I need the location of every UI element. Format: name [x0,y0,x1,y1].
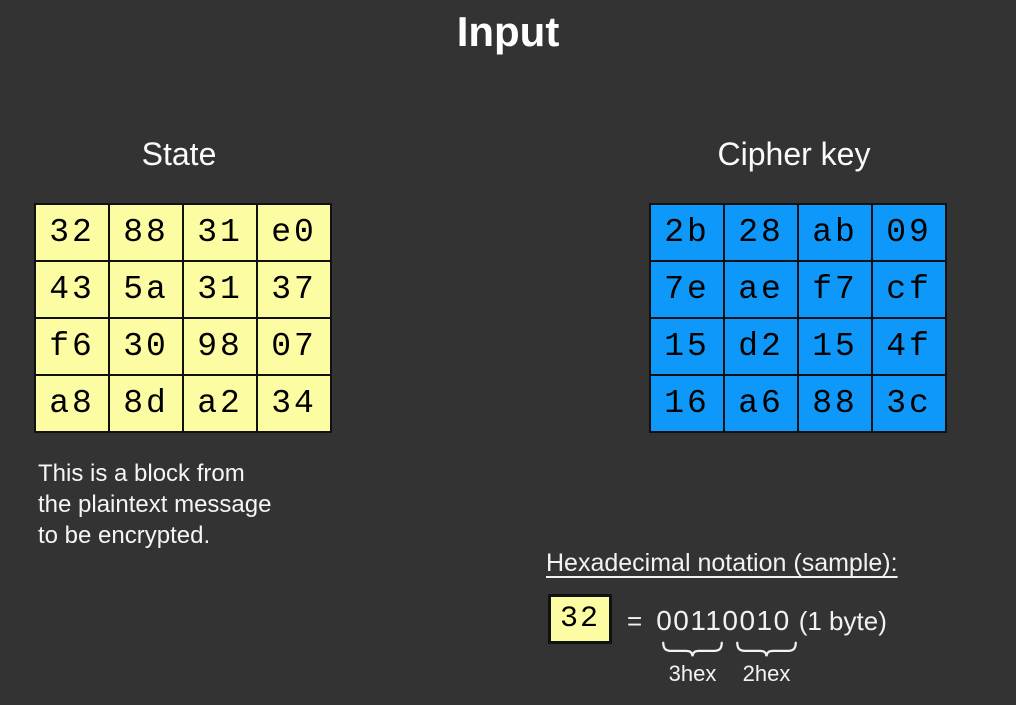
hex-notation-heading: Hexadecimal notation (sample): [546,549,898,577]
equals-sign: = [627,605,643,636]
state-cell: 8d [108,374,184,433]
cipher-key-cell: cf [871,260,947,319]
state-caption: This is a block from the plaintext messa… [38,458,271,551]
state-heading: State [141,136,217,172]
state-cell: 37 [256,260,332,319]
cipher-key-cell: 15 [797,317,873,376]
state-cell: 98 [182,317,258,376]
binary-nibble-low: 0010 [722,605,791,636]
state-grid: 32 88 31 e0 43 5a 31 37 f6 30 98 07 a8 8… [34,203,332,433]
cipher-key-cell: 09 [871,203,947,262]
state-cell: 07 [256,317,332,376]
state-cell: 43 [34,260,110,319]
cipher-key-cell: 7e [649,260,725,319]
state-cell: 30 [108,317,184,376]
state-cell: 31 [182,203,258,262]
cipher-key-cell: 16 [649,374,725,433]
state-cell: a2 [182,374,258,433]
hex-sample-box: 32 [548,594,612,644]
cipher-key-cell: 2b [649,203,725,262]
cipher-key-cell: ab [797,203,873,262]
cipher-key-cell: f7 [797,260,873,319]
cipher-key-cell: a6 [723,374,799,433]
state-cell: e0 [256,203,332,262]
cipher-key-heading: Cipher key [717,136,871,172]
state-caption-line: This is a block from [38,460,245,487]
state-caption-line: the plaintext message [38,491,272,518]
cipher-key-cell: 15 [649,317,725,376]
underbrace-icon [736,641,797,657]
cipher-key-cell: 3c [871,374,947,433]
state-cell: 31 [182,260,258,319]
state-cell: 32 [34,203,110,262]
cipher-key-cell: 4f [871,317,947,376]
binary-nibble-high: 0011 [656,605,723,636]
cipher-key-cell: ae [723,260,799,319]
state-cell: 34 [256,374,332,433]
byte-note: (1 byte) [798,605,887,636]
hex-equation: = 0011 0010 (1 byte) [627,605,887,637]
page-title: Input [456,8,560,55]
brace-label-3hex: 3hex [668,661,717,686]
cipher-key-grid: 2b 28 ab 09 7e ae f7 cf 15 d2 15 4f 16 a… [649,203,947,433]
state-cell: a8 [34,374,110,433]
cipher-key-cell: d2 [723,317,799,376]
brace-label-2hex: 2hex [742,661,791,686]
state-cell: 88 [108,203,184,262]
state-cell: 5a [108,260,184,319]
state-cell: f6 [34,317,110,376]
underbrace-icon [662,641,723,657]
cipher-key-cell: 88 [797,374,873,433]
cipher-key-cell: 28 [723,203,799,262]
state-caption-line: to be encrypted. [38,522,211,549]
